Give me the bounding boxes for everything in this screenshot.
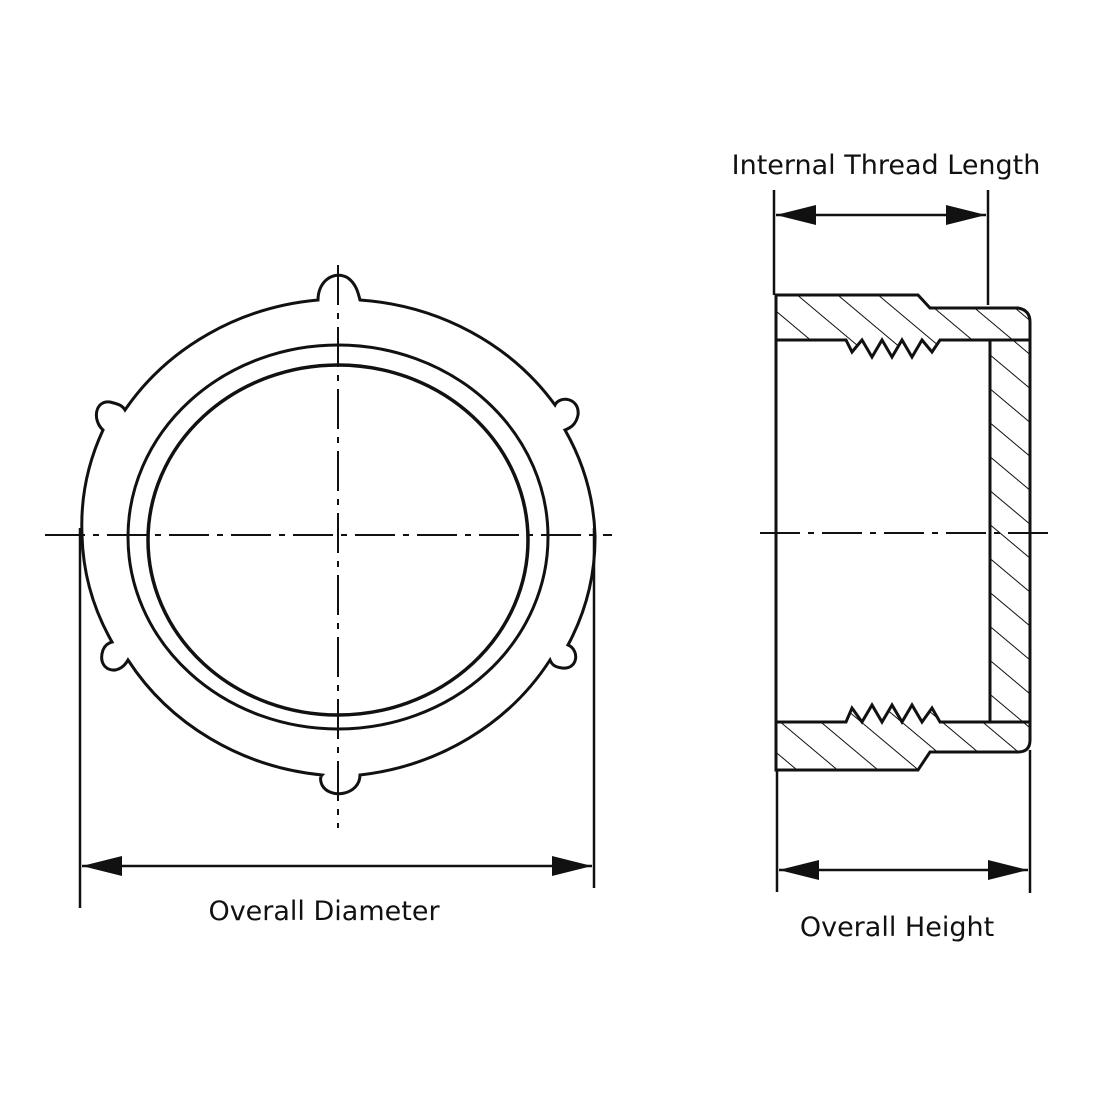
overall-height-dimension xyxy=(775,750,1032,893)
overall-diameter-dimension xyxy=(78,528,596,908)
overall-height-label: Overall Height xyxy=(799,912,995,943)
front-view xyxy=(45,265,612,828)
overall-diameter-label: Overall Diameter xyxy=(208,896,440,927)
internal-thread-length-dimension xyxy=(772,190,990,305)
section-top-wall xyxy=(774,293,1032,360)
side-section-view xyxy=(760,293,1052,772)
section-end-wall xyxy=(988,338,1032,724)
internal-thread-length-label: Internal Thread Length xyxy=(731,150,1041,181)
section-bottom-wall xyxy=(774,702,1032,772)
